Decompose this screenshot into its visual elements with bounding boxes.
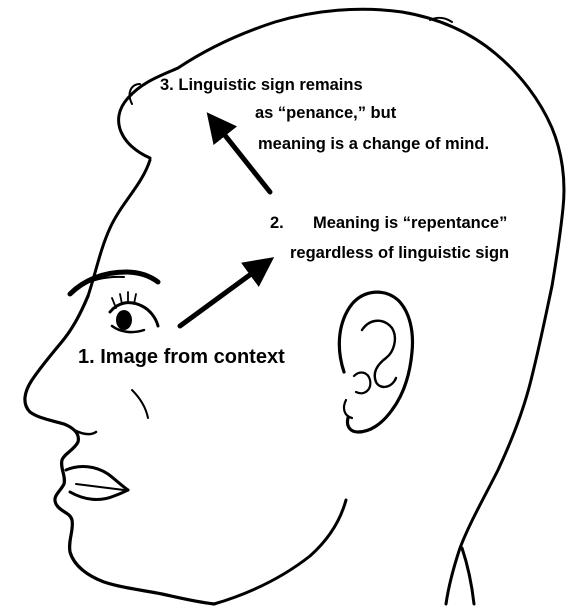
step-1-line-1: Image from context — [100, 346, 284, 368]
step-2-line-2-box: regardless of linguistic sign — [290, 241, 509, 265]
step-3-line-3-box: meaning is a change of mind. — [258, 132, 489, 156]
step-2-label: 2. Meaning is “repentance” — [270, 211, 507, 235]
step-2-number: 2. — [270, 214, 284, 232]
step-3-number: 3. — [160, 76, 174, 94]
arrow-1-to-2 — [180, 266, 262, 326]
eyelashes — [112, 292, 136, 308]
step-2-line-1: Meaning is “repentance” — [313, 214, 507, 232]
ear-outer — [339, 292, 412, 432]
mouth-line — [76, 484, 124, 490]
eyebrow — [70, 272, 158, 294]
neck-outline — [462, 548, 474, 604]
ear-inner — [362, 321, 396, 387]
earlobe — [344, 400, 352, 418]
step-3-line-2-box: as “penance,” but — [255, 101, 396, 125]
step-2-line-2: regardless of linguistic sign — [290, 244, 509, 262]
ear-canal — [354, 373, 370, 394]
step-3-line-3: meaning is a change of mind. — [258, 135, 489, 153]
eye-iris — [116, 310, 132, 330]
step-1-number: 1. — [78, 346, 95, 368]
lower-lip — [70, 490, 128, 499]
cheek-line — [132, 390, 148, 418]
step-3-line-1: Linguistic sign remains — [178, 76, 362, 94]
step-3-label: 3. Linguistic sign remains — [160, 73, 363, 97]
step-1-label: 1. Image from context — [78, 345, 285, 369]
jaw-outline — [214, 500, 346, 604]
face-profile — [25, 296, 214, 604]
step-3-line-2: as “penance,” but — [255, 104, 396, 122]
